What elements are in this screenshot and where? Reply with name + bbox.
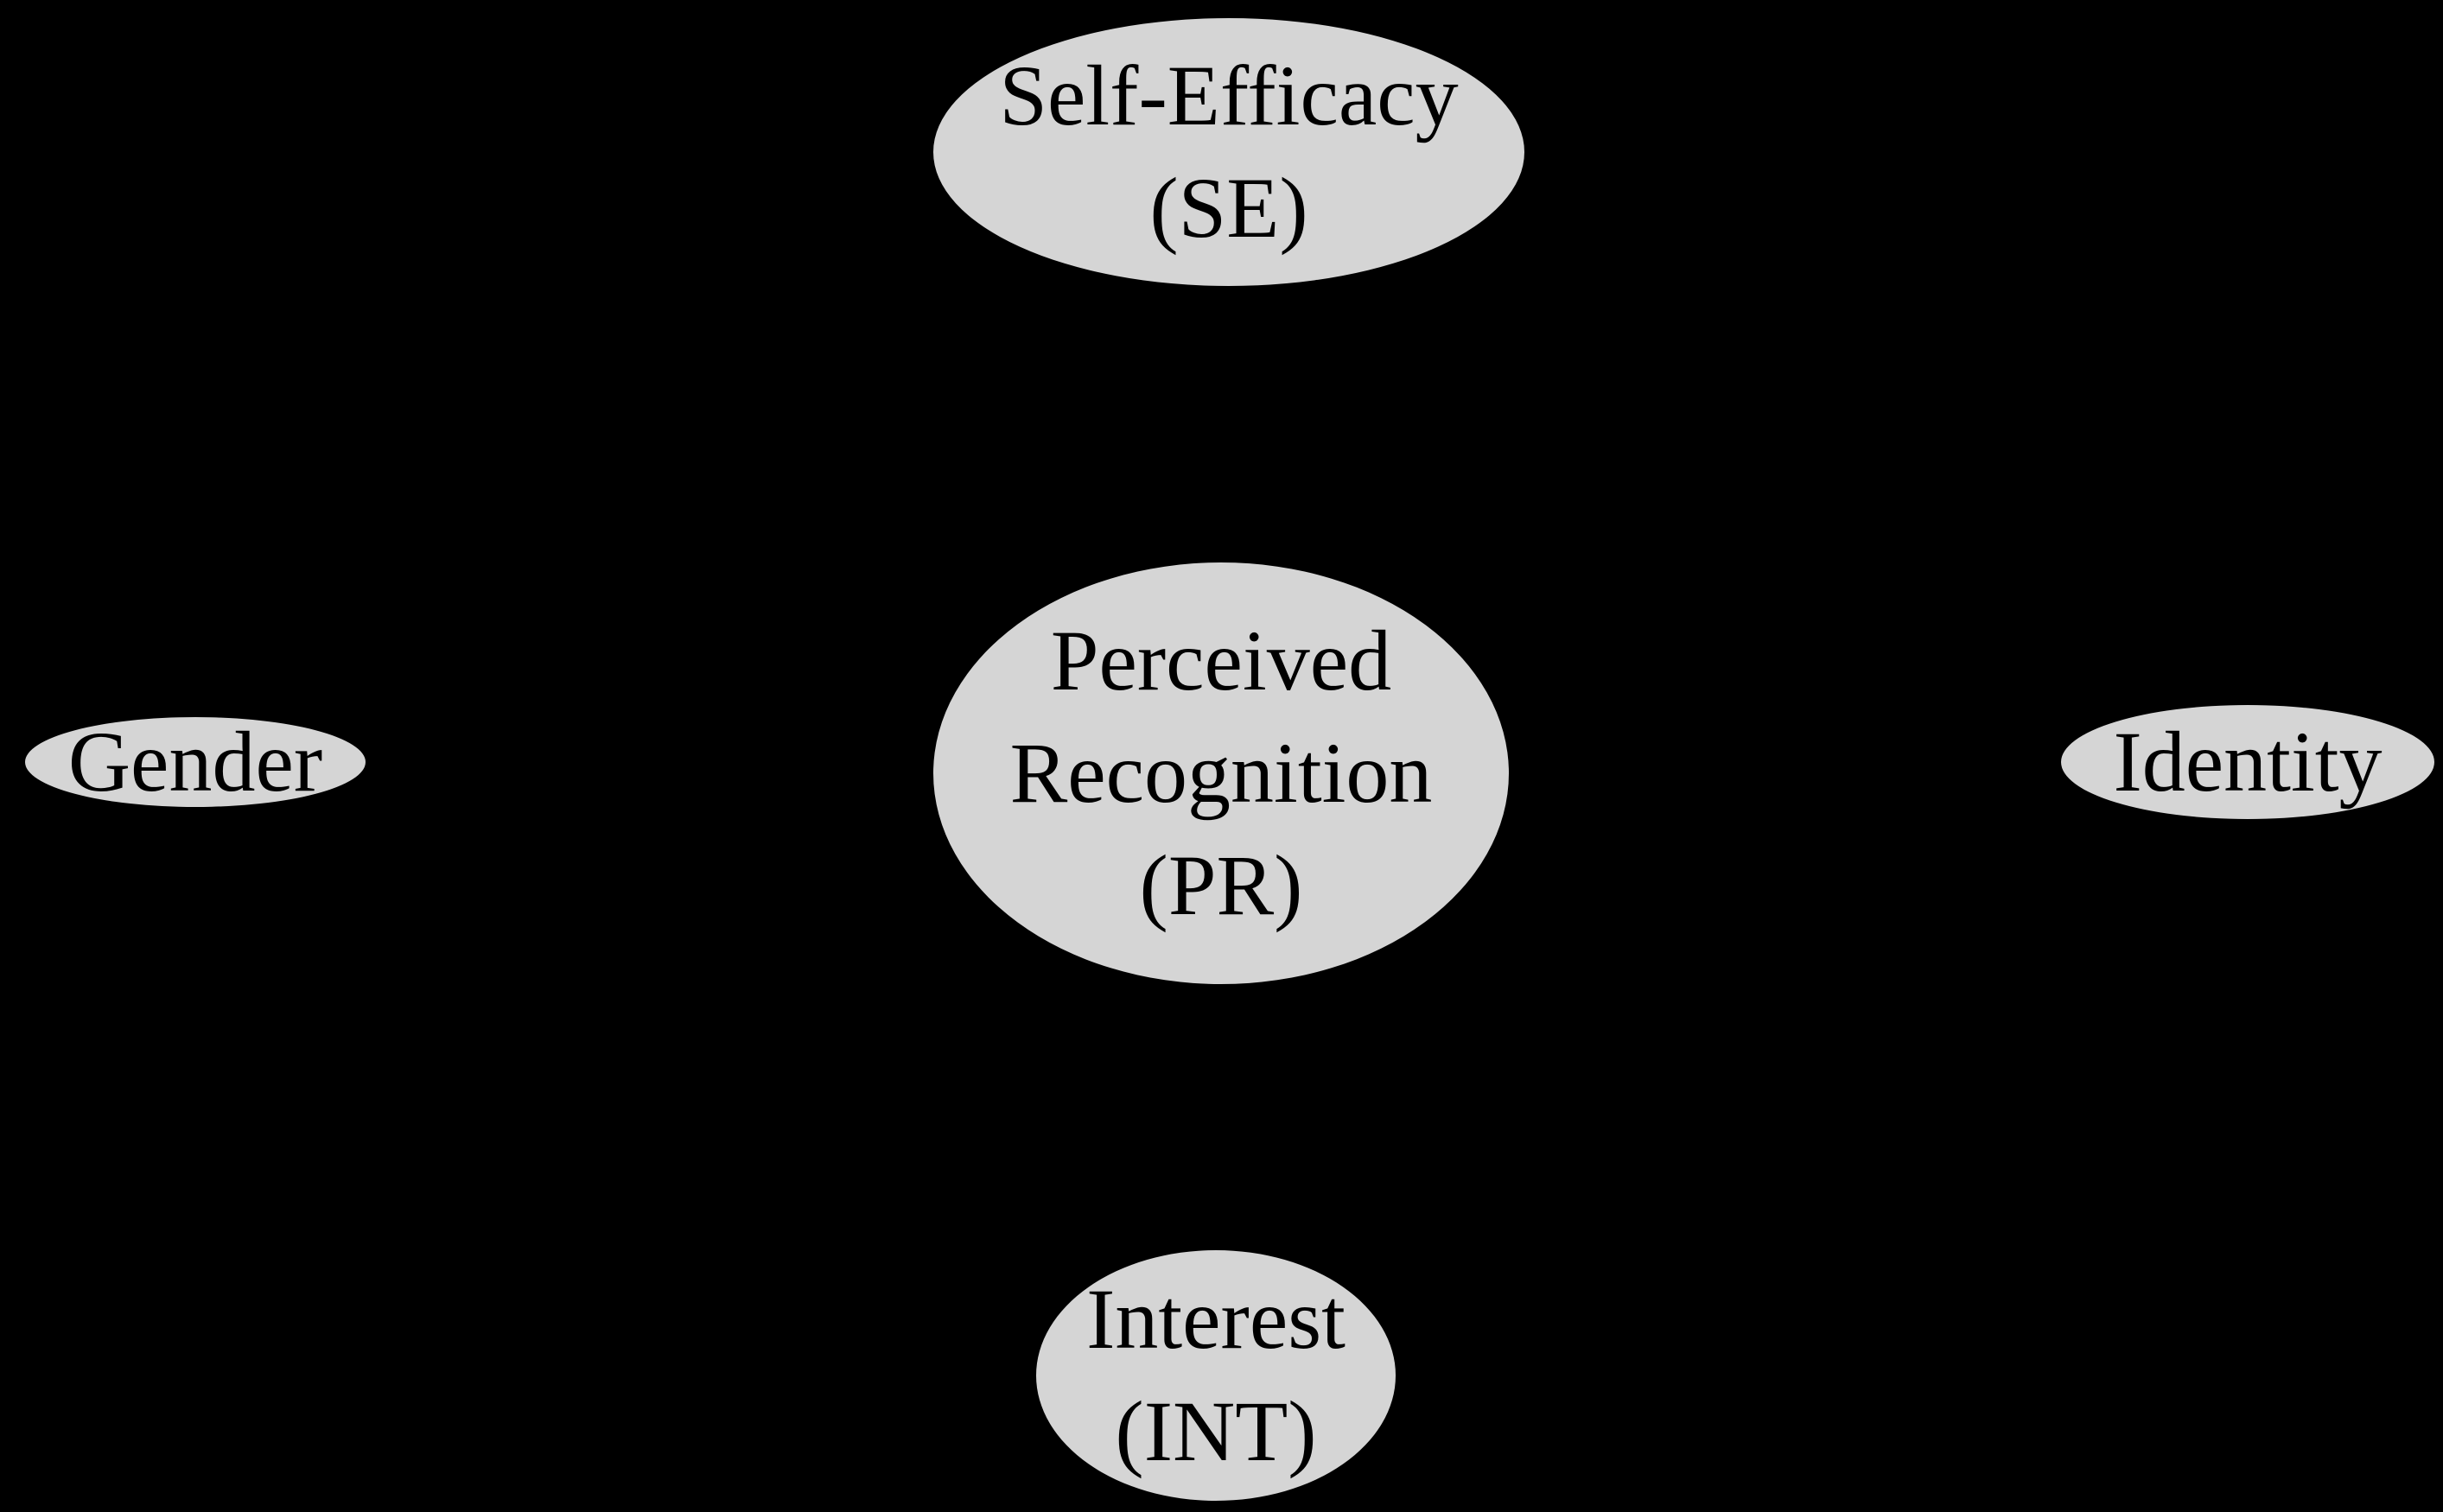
node-label-line: (SE) — [1149, 160, 1308, 256]
node-identity: Identity — [2058, 702, 2437, 822]
node-interest: Interest (INT) — [1034, 1248, 1398, 1503]
node-label-line: Gender — [67, 714, 323, 810]
node-label-line: Self-Efficacy — [999, 48, 1459, 143]
node-label-line: Interest — [1086, 1271, 1346, 1367]
node-perceived-recognition: Perceived Recognition (PR) — [931, 560, 1511, 987]
node-label-line: (INT) — [1115, 1383, 1317, 1479]
node-label-line: Recognition — [1009, 725, 1433, 821]
node-self-efficacy: Self-Efficacy (SE) — [931, 16, 1527, 289]
node-gender: Gender — [22, 714, 368, 810]
node-label-line: (PR) — [1139, 837, 1303, 933]
node-label-line: Identity — [2113, 714, 2383, 810]
node-label-line: Perceived — [1050, 613, 1392, 708]
